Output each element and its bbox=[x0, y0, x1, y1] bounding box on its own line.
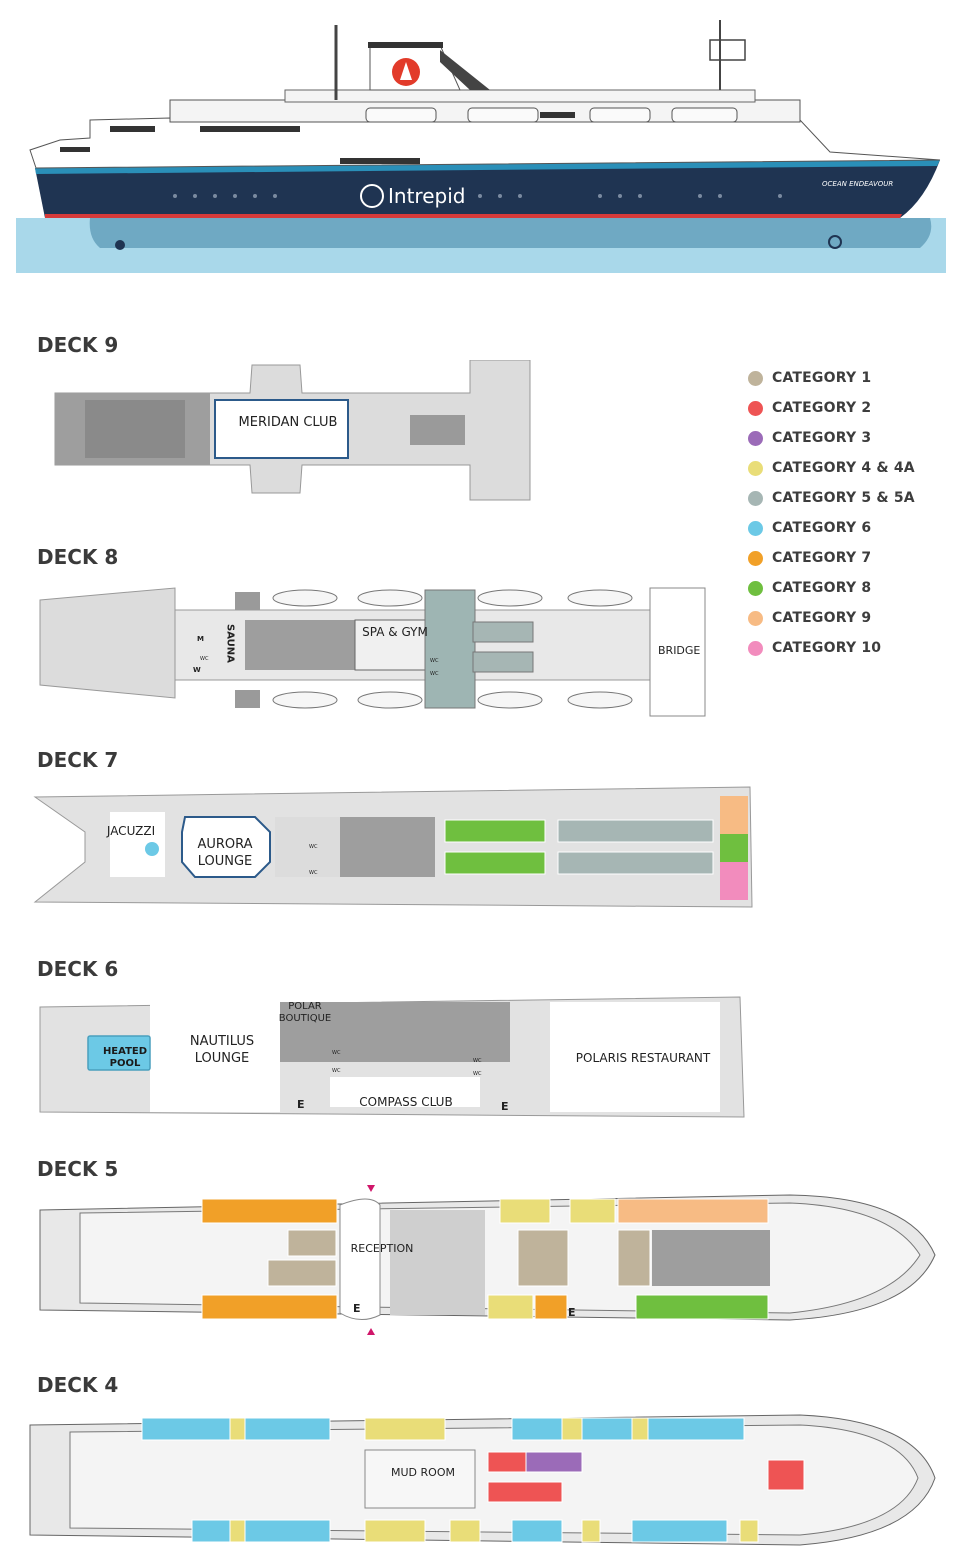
heated-label: HEATED bbox=[103, 1046, 147, 1057]
legend-label: CATEGORY 6 bbox=[772, 520, 872, 536]
lifeboats bbox=[365, 107, 738, 123]
legend-swatch bbox=[748, 430, 763, 446]
legend-item: CATEGORY 8 bbox=[748, 578, 871, 598]
deck-4-title: DECK 4 bbox=[37, 1373, 119, 1397]
legend-swatch bbox=[748, 640, 763, 656]
deck-4-plan: MUD ROOM bbox=[29, 1414, 936, 1546]
lounge-label: LOUNGE bbox=[198, 854, 253, 869]
legend-swatch bbox=[748, 580, 763, 596]
elevator-label: E bbox=[297, 1098, 305, 1111]
legend-item: CATEGORY 9 bbox=[748, 608, 871, 628]
spa-gym-label: SPA & GYM bbox=[362, 625, 428, 639]
legend-label: CATEGORY 7 bbox=[772, 550, 872, 566]
deck-6-title: DECK 6 bbox=[37, 957, 119, 981]
legend-label: CATEGORY 9 bbox=[772, 610, 872, 626]
portholes bbox=[173, 194, 782, 198]
waterline-red bbox=[45, 214, 902, 218]
brand-name: Intrepid bbox=[388, 184, 465, 208]
bridge-label: BRIDGE bbox=[658, 644, 700, 657]
superstructure-top bbox=[284, 89, 756, 103]
deck-5-title: DECK 5 bbox=[37, 1157, 119, 1181]
legend-item: CATEGORY 2 bbox=[748, 398, 871, 418]
legend-label: CATEGORY 3 bbox=[772, 430, 872, 446]
legend-label: CATEGORY 5 & 5A bbox=[772, 490, 915, 506]
deck-9-title: DECK 9 bbox=[37, 333, 119, 357]
legend-item: CATEGORY 3 bbox=[748, 428, 871, 448]
bow-thruster-icon bbox=[828, 235, 842, 249]
propeller-icon bbox=[115, 240, 125, 250]
deck-7-title: DECK 7 bbox=[37, 748, 119, 772]
deck-7-plan: JACUZZI AURORA LOUNGE WC WC bbox=[33, 786, 753, 908]
legend-item: CATEGORY 1 bbox=[748, 368, 871, 388]
elevator-label: E bbox=[568, 1306, 576, 1319]
deck-5-plan: RECEPTION E E bbox=[39, 1185, 936, 1335]
wc-label: WC bbox=[430, 658, 439, 664]
pool-label: POOL bbox=[110, 1058, 141, 1069]
funnel-stripes bbox=[440, 50, 490, 90]
sauna-label: SAUNA bbox=[225, 624, 236, 663]
lounge-label: LOUNGE bbox=[195, 1051, 250, 1066]
nautilus-label: NAUTILUS bbox=[190, 1034, 254, 1049]
deck-6-plan: POLAR BOUTIQUE NAUTILUS LOUNGE HEATED PO… bbox=[39, 996, 745, 1118]
legend-item: CATEGORY 7 bbox=[748, 548, 871, 568]
elevator-label: E bbox=[501, 1100, 509, 1113]
legend-swatch bbox=[748, 610, 763, 626]
wc-label: WC bbox=[200, 656, 209, 662]
windows bbox=[60, 112, 575, 164]
legend-item: CATEGORY 4 & 4A bbox=[748, 458, 915, 478]
w-label: W bbox=[193, 666, 201, 674]
legend-item: CATEGORY 10 bbox=[748, 638, 881, 658]
m-label: M bbox=[197, 635, 204, 643]
legend-item: CATEGORY 6 bbox=[748, 518, 871, 538]
jacuzzi-label: JACUZZI bbox=[106, 824, 155, 838]
legend-label: CATEGORY 4 & 4A bbox=[772, 460, 915, 476]
legend-swatch bbox=[748, 370, 763, 386]
ship-name: OCEAN ENDEAVOUR bbox=[822, 180, 893, 188]
aurora-label: AURORA bbox=[197, 837, 252, 852]
legend-swatch bbox=[748, 520, 763, 536]
wc-label: WC bbox=[332, 1068, 341, 1074]
elevator-label: E bbox=[353, 1302, 361, 1315]
hull bbox=[35, 160, 940, 218]
entrance-arrow-top-icon bbox=[367, 1185, 375, 1192]
funnel-top bbox=[368, 42, 443, 48]
underwater-hull bbox=[89, 218, 932, 248]
legend-label: CATEGORY 10 bbox=[772, 640, 882, 656]
legend-swatch bbox=[748, 490, 763, 506]
legend-swatch bbox=[748, 400, 763, 416]
wc-label: WC bbox=[473, 1071, 482, 1077]
superstructure-lower bbox=[29, 117, 941, 169]
mud-room-label: MUD ROOM bbox=[391, 1466, 455, 1479]
legend-label: CATEGORY 8 bbox=[772, 580, 872, 596]
legend-label: CATEGORY 2 bbox=[772, 400, 872, 416]
legend-swatch bbox=[748, 460, 763, 476]
wc-label: WC bbox=[309, 870, 318, 876]
brand-logo-icon bbox=[360, 184, 384, 208]
compass-club-label: COMPASS CLUB bbox=[359, 1095, 452, 1109]
deck-8-plan: SPA & GYM SAUNA BRIDGE M W WC WC WC bbox=[39, 587, 706, 717]
wc-label: WC bbox=[332, 1050, 341, 1056]
meridan-club-label: MERIDAN CLUB bbox=[239, 415, 338, 430]
entrance-arrow-bottom-icon bbox=[367, 1328, 375, 1335]
wc-label: WC bbox=[309, 844, 318, 850]
boutique-label: BOUTIQUE bbox=[279, 1013, 331, 1024]
hull-stripe bbox=[35, 160, 940, 174]
legend-swatch bbox=[748, 550, 763, 566]
polar-label: POLAR bbox=[288, 1001, 322, 1012]
wc-label: WC bbox=[430, 671, 439, 677]
legend-item: CATEGORY 5 & 5A bbox=[748, 488, 915, 508]
wc-label: WC bbox=[473, 1058, 482, 1064]
ship-profile: Intrepid OCEAN ENDEAVOUR bbox=[16, 20, 946, 273]
reception-label: RECEPTION bbox=[351, 1242, 414, 1255]
deck-8-title: DECK 8 bbox=[37, 545, 119, 569]
legend-label: CATEGORY 1 bbox=[772, 370, 872, 386]
polaris-restaurant-label: POLARIS RESTAURANT bbox=[576, 1051, 711, 1065]
deck-9-plan: MERIDAN CLUB bbox=[54, 360, 531, 501]
